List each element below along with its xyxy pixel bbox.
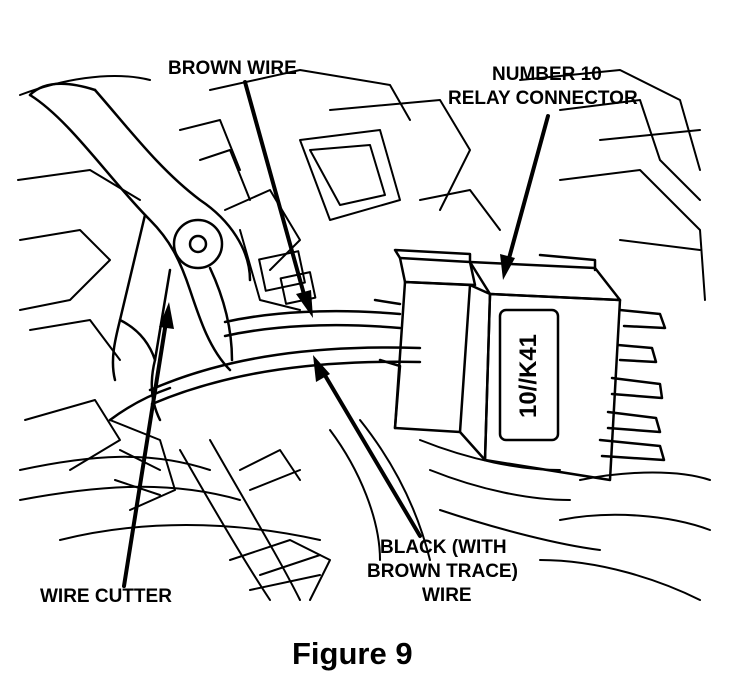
figure-caption: Figure 9 [292, 636, 413, 671]
wire-brown [223, 309, 402, 338]
harness-bundle [19, 419, 711, 601]
label-black-wire-line3: WIRE [422, 585, 472, 606]
arrow-relay-connector [506, 114, 550, 264]
label-relay-connector-line2: RELAY CONNECTOR [448, 88, 638, 109]
label-relay-connector-line1: NUMBER 10 [492, 64, 602, 85]
label-brown-wire: BROWN WIRE [168, 58, 297, 79]
label-wire-cutter: WIRE CUTTER [40, 586, 172, 607]
wire-cutter-illustration [28, 82, 252, 422]
arrowheads [159, 254, 515, 382]
arrow-wire-cutter [122, 320, 168, 588]
label-black-wire-line2: BROWN TRACE) [367, 561, 518, 582]
arrow-brown-wire [243, 80, 307, 300]
relay-marking: 10//K41 [515, 333, 542, 419]
background-clutter [17, 69, 706, 471]
leader-lines [122, 80, 550, 588]
label-black-wire-line1: BLACK (WITH [380, 537, 507, 558]
relay-connector-illustration [373, 248, 667, 482]
arrow-black-wire [321, 370, 422, 538]
